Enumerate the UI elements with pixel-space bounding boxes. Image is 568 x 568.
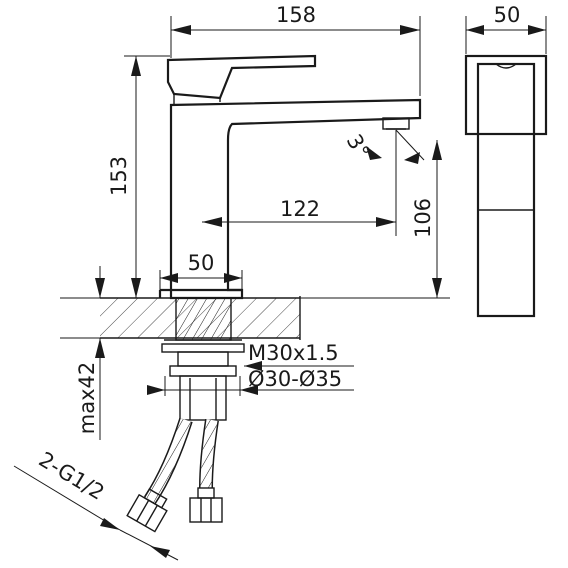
dim-overall-length [170,16,421,96]
label-hose-connection: 2-G1/2 [35,447,109,505]
faucet-front-view [158,54,422,421]
label-spout-height: 106 [411,198,435,238]
label-base-width: 50 [188,251,215,275]
label-overall-height: 153 [107,156,131,196]
label-overall-length: 158 [276,3,316,27]
label-side-width: 50 [494,3,521,27]
label-hole-diameter: Ø30-Ø35 [248,367,342,391]
dim-max-thickness [95,266,105,440]
dim-side-width [465,16,547,54]
label-spout-reach: 122 [280,197,320,221]
dim-thread [244,361,354,371]
dim-spout-angle [366,129,425,164]
label-thread: M30x1.5 [248,341,339,365]
dim-spout-height [300,140,450,299]
label-max-thickness: max42 [75,362,99,434]
dim-base-width [159,270,243,290]
faucet-side-view [464,54,548,318]
dim-spout-reach [202,130,397,236]
dim-hole-diameter [147,376,354,396]
dim-hose-connection [13,465,179,561]
dim-overall-height [124,55,170,298]
flexible-hoses [126,417,223,533]
